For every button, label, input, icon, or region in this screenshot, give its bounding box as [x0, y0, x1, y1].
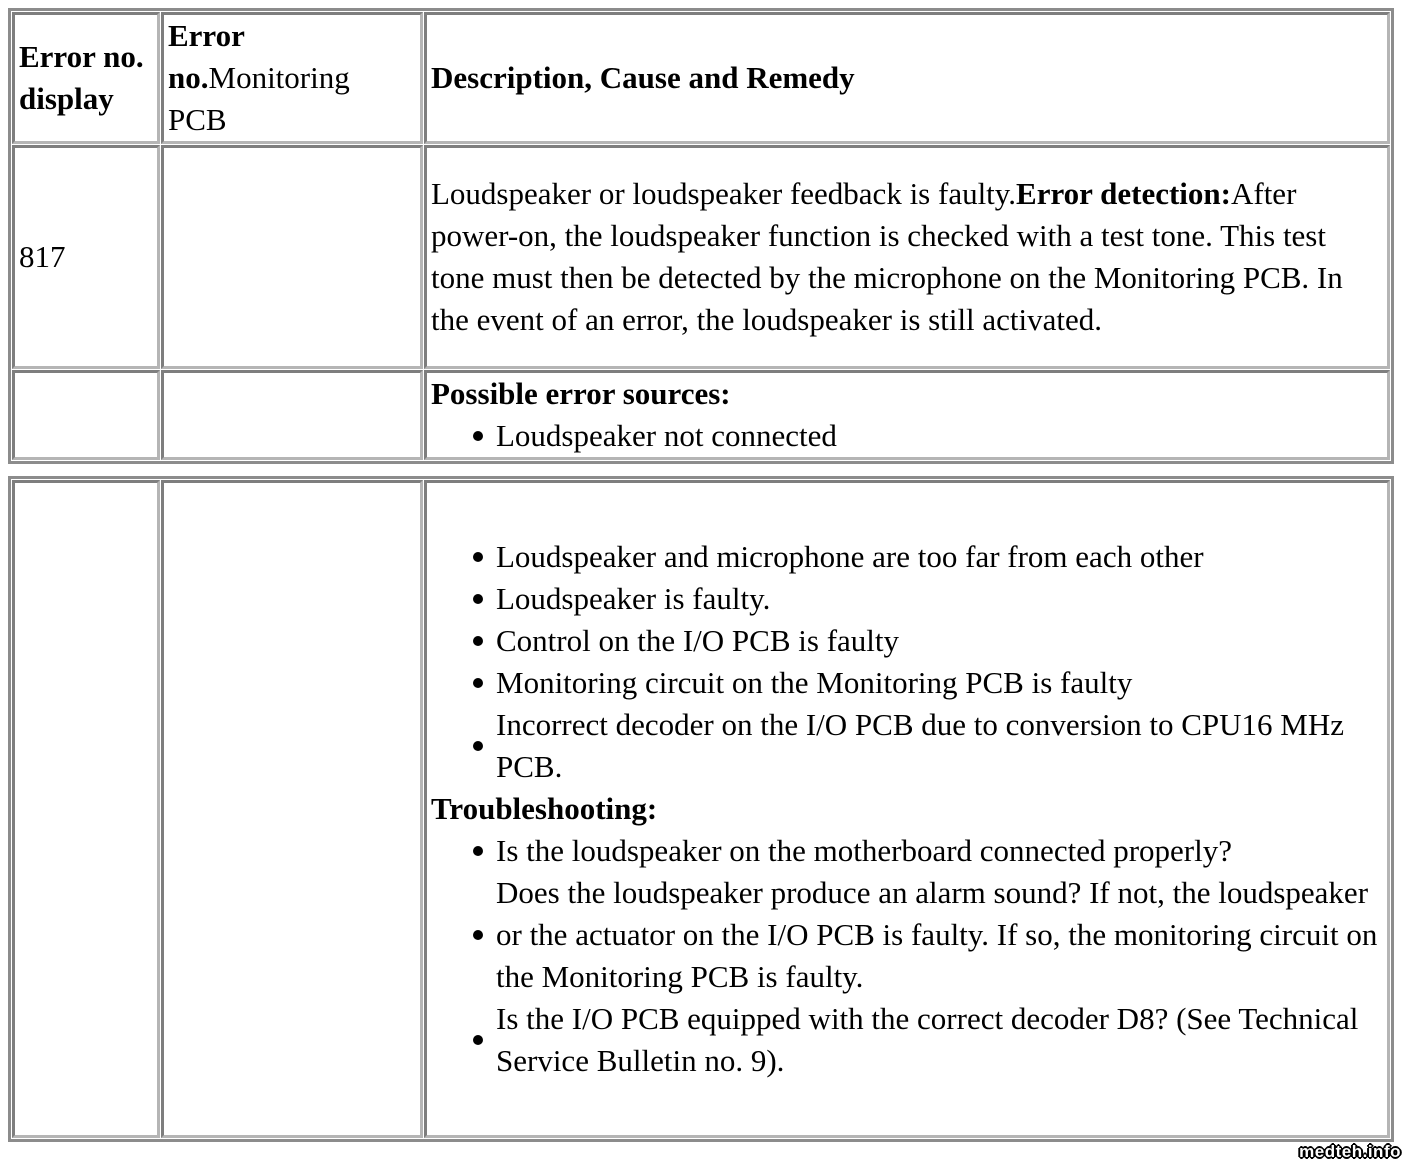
- list-item: Control on the I/O PCB is faulty: [431, 620, 1383, 662]
- list-item: Is the I/O PCB equipped with the correct…: [431, 998, 1383, 1082]
- watermark: medteh.info: [1299, 1142, 1401, 1161]
- description-segment: After power-on, the loudspeaker function…: [431, 176, 1343, 337]
- list-item-text: Loudspeaker not connected: [496, 418, 837, 453]
- monitoring-pcb-cell-empty: [161, 480, 423, 1138]
- monitoring-pcb-cell-empty: [161, 370, 423, 460]
- error-table-upper: Error no. display Error no.Monitoring PC…: [8, 8, 1394, 464]
- error-no-display-cell-empty: [12, 370, 160, 460]
- list-item-text: Incorrect decoder on the I/O PCB due to …: [496, 707, 1345, 784]
- troubleshooting-heading: Troubleshooting:: [431, 791, 658, 826]
- list-item-text: Monitoring circuit on the Monitoring PCB…: [496, 665, 1133, 700]
- header-description-cause-remedy: Description, Cause and Remedy: [424, 12, 1390, 144]
- table-row-817: 817 Loudspeaker or loudspeaker feedback …: [12, 145, 1390, 369]
- list-item-text: Loudspeaker and microphone are too far f…: [496, 539, 1204, 574]
- description-segment: Loudspeaker or loudspeaker feedback is f…: [431, 176, 1017, 211]
- list-item: Monitoring circuit on the Monitoring PCB…: [431, 662, 1383, 704]
- table-row-error-sources: Possible error sources: Loudspeaker not …: [12, 370, 1390, 460]
- list-item-text: Control on the I/O PCB is faulty: [496, 623, 899, 658]
- list-item: Loudspeaker and microphone are too far f…: [431, 536, 1383, 578]
- bullet-dot-icon: [473, 431, 483, 441]
- list-item-text: Loudspeaker is faulty.: [496, 581, 771, 616]
- list-item: Is the loudspeaker on the motherboard co…: [431, 830, 1383, 872]
- troubleshooting-list: Is the loudspeaker on the motherboard co…: [431, 830, 1383, 1082]
- table-row-troubleshooting: Loudspeaker and microphone are too far f…: [12, 480, 1390, 1138]
- bullet-dot-icon: [473, 678, 483, 688]
- header-error-no-monitoring-pcb: Error no.Monitoring PCB: [161, 12, 423, 144]
- header-label-bold-part: Error no.: [168, 18, 245, 95]
- bullet-dot-icon: [473, 636, 483, 646]
- list-item-text: Is the loudspeaker on the motherboard co…: [496, 833, 1232, 868]
- possible-error-sources-heading: Possible error sources:: [431, 376, 731, 411]
- bullet-dot-icon: [473, 741, 483, 751]
- bullet-dot-icon: [473, 846, 483, 856]
- page: Error no. display Error no.Monitoring PC…: [0, 8, 1406, 1163]
- error-no-display-cell: 817: [12, 145, 160, 369]
- error-sources-list-continued: Loudspeaker and microphone are too far f…: [431, 536, 1383, 788]
- troubleshooting-cell: Loudspeaker and microphone are too far f…: [424, 480, 1390, 1138]
- table-header-row: Error no. display Error no.Monitoring PC…: [12, 12, 1390, 144]
- header-label: Description, Cause and Remedy: [431, 60, 855, 95]
- description-segment-bold: Error detection:: [1016, 176, 1231, 211]
- list-item: Incorrect decoder on the I/O PCB due to …: [431, 704, 1383, 788]
- bullet-dot-icon: [473, 930, 483, 940]
- error-sources-cell: Possible error sources: Loudspeaker not …: [424, 370, 1390, 460]
- header-label-normal-part: Monitoring PCB: [168, 60, 350, 137]
- list-item: Loudspeaker is faulty.: [431, 578, 1383, 620]
- error-sources-list: Loudspeaker not connected: [431, 415, 1383, 457]
- error-table-lower: Loudspeaker and microphone are too far f…: [8, 476, 1394, 1142]
- list-item-text: Does the loudspeaker produce an alarm so…: [496, 875, 1378, 994]
- bullet-dot-icon: [473, 1035, 483, 1045]
- error-no-display-cell-empty: [12, 480, 160, 1138]
- bullet-dot-icon: [473, 552, 483, 562]
- description-cell: Loudspeaker or loudspeaker feedback is f…: [424, 145, 1390, 369]
- bullet-dot-icon: [473, 594, 483, 604]
- header-label: Error no. display: [19, 39, 144, 116]
- list-item: Does the loudspeaker produce an alarm so…: [431, 872, 1383, 998]
- list-item-text: Is the I/O PCB equipped with the correct…: [496, 1001, 1359, 1078]
- monitoring-pcb-cell-empty: [161, 145, 423, 369]
- header-error-no-display: Error no. display: [12, 12, 160, 144]
- list-item: Loudspeaker not connected: [431, 415, 1383, 457]
